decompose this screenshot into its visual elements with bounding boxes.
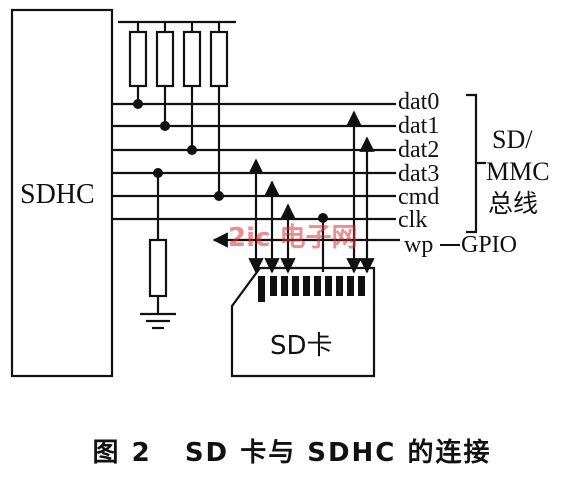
signal-labels: dat0 dat1 dat2 dat3 cmd clk: [398, 89, 439, 233]
sd-sdhc-connection-diagram: SDHC dat0 dat1 dat2 dat3 cmd clk SD/ MMC…: [10, 8, 550, 378]
signal-label-dat1: dat1: [398, 113, 439, 139]
signal-label-clk: clk: [398, 207, 427, 233]
sd-card-outline: [230, 266, 376, 378]
sd-card-contacts: [258, 276, 365, 302]
sdhc-label: SDHC: [20, 179, 95, 210]
signal-label-dat0: dat0: [398, 89, 439, 115]
wp-label: wp: [404, 232, 433, 258]
signal-label-cmd: cmd: [398, 184, 439, 210]
bus-label-line2: MMC: [486, 157, 550, 186]
bus-label-line1: SD/: [492, 125, 533, 154]
sdhc-controller-box: [10, 8, 114, 378]
ground-symbol: [140, 312, 176, 330]
junction-dots: [133, 99, 328, 223]
gpio-label: GPIO: [461, 232, 517, 258]
card-connection-arrows: [248, 110, 375, 274]
sd-card-label: SD卡: [270, 331, 333, 361]
pulldown-resistor: [148, 173, 168, 314]
bus-bracket: [466, 93, 478, 234]
signal-label-dat3: dat3: [398, 161, 439, 187]
figure-caption: 图 2 SD 卡与 SDHC 的连接: [92, 438, 492, 468]
pullup-resistors: [128, 22, 229, 196]
bus-label-line3: 总线: [488, 189, 538, 218]
watermark: 2ic 电子网: [228, 223, 357, 253]
signal-label-dat2: dat2: [398, 137, 439, 163]
